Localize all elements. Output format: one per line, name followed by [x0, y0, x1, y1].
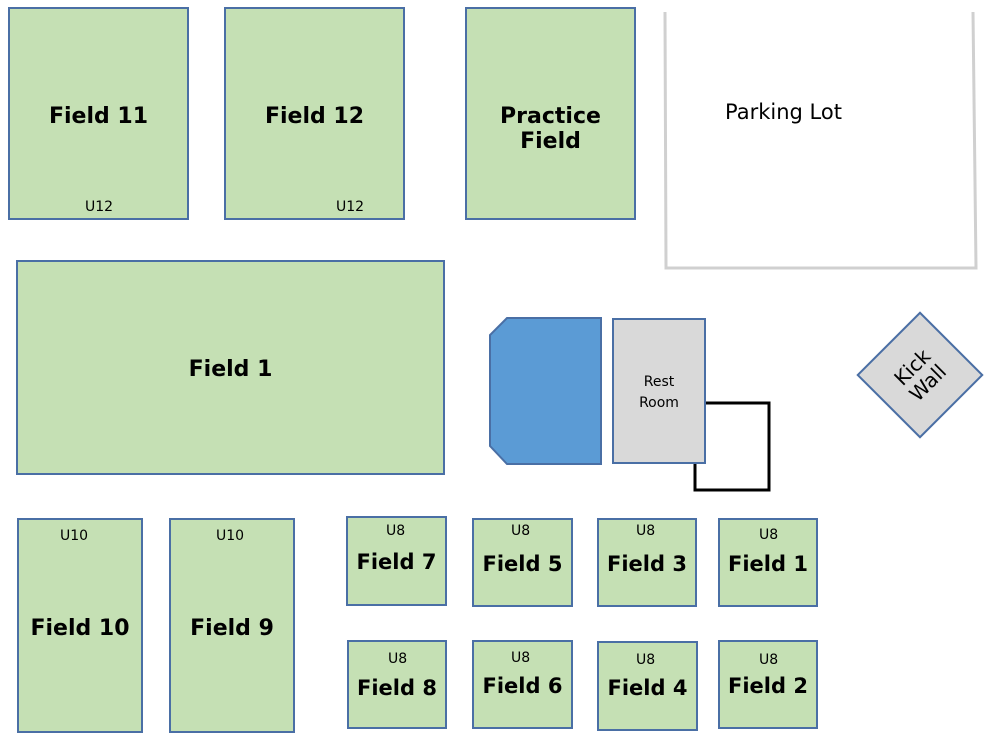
field-1-small-age: U8 [759, 527, 779, 543]
field-9-label: Field 9 [190, 616, 274, 641]
field-3-label: Field 3 [607, 552, 687, 576]
field-7-age: U8 [386, 523, 406, 539]
rest-room-line1: Rest [643, 374, 675, 390]
field-9-age: U10 [216, 528, 245, 544]
field-1-large-label: Field 1 [188, 357, 273, 382]
field-11-label: Field 11 [48, 104, 149, 129]
field-3-age: U8 [636, 523, 656, 539]
field-9: U10 Field 9 [169, 518, 295, 733]
field-2: U8 Field 2 [718, 640, 818, 729]
field-12-age: U12 [336, 199, 365, 215]
rest-room-line2: Room [639, 395, 679, 411]
field-1-small-label: Field 1 [728, 552, 808, 576]
field-12: Field 12 U12 [224, 7, 405, 220]
field-10-label: Field 10 [30, 616, 130, 641]
field-5: U8 Field 5 [472, 518, 573, 607]
practice-field-label: Practice Field [500, 104, 601, 154]
field-12-label: Field 12 [264, 104, 365, 129]
parking-lot-outline [663, 11, 978, 270]
parking-lot-label: Parking Lot [725, 100, 842, 124]
field-10: U10 Field 10 [17, 518, 143, 733]
field-1-large: Field 1 [16, 260, 445, 475]
field-4-age: U8 [636, 652, 656, 668]
field-10-age: U10 [60, 528, 89, 544]
field-8-label: Field 8 [357, 676, 437, 700]
field-4-label: Field 4 [607, 676, 688, 700]
field-6-label: Field 6 [482, 674, 563, 698]
field-3: U8 Field 3 [597, 518, 697, 607]
field-7: U8 Field 7 [346, 516, 447, 606]
field-6-age: U8 [511, 650, 531, 666]
practice-field: Practice Field [465, 7, 636, 220]
building-shape [489, 317, 602, 465]
restroom-fence [693, 401, 771, 492]
field-5-label: Field 5 [482, 552, 563, 576]
field-11-age: U12 [85, 199, 114, 215]
field-4: U8 Field 4 [597, 641, 698, 731]
field-6: U8 Field 6 [472, 640, 573, 729]
field-5-age: U8 [511, 523, 531, 539]
field-7-label: Field 7 [356, 550, 437, 574]
rest-room: Rest Room [612, 318, 706, 464]
field-8: U8 Field 8 [347, 640, 447, 729]
field-1-small: U8 Field 1 [718, 518, 818, 607]
field-2-age: U8 [759, 652, 779, 668]
field-2-label: Field 2 [728, 674, 808, 698]
field-8-age: U8 [388, 651, 408, 667]
field-11: Field 11 U12 [8, 7, 189, 220]
